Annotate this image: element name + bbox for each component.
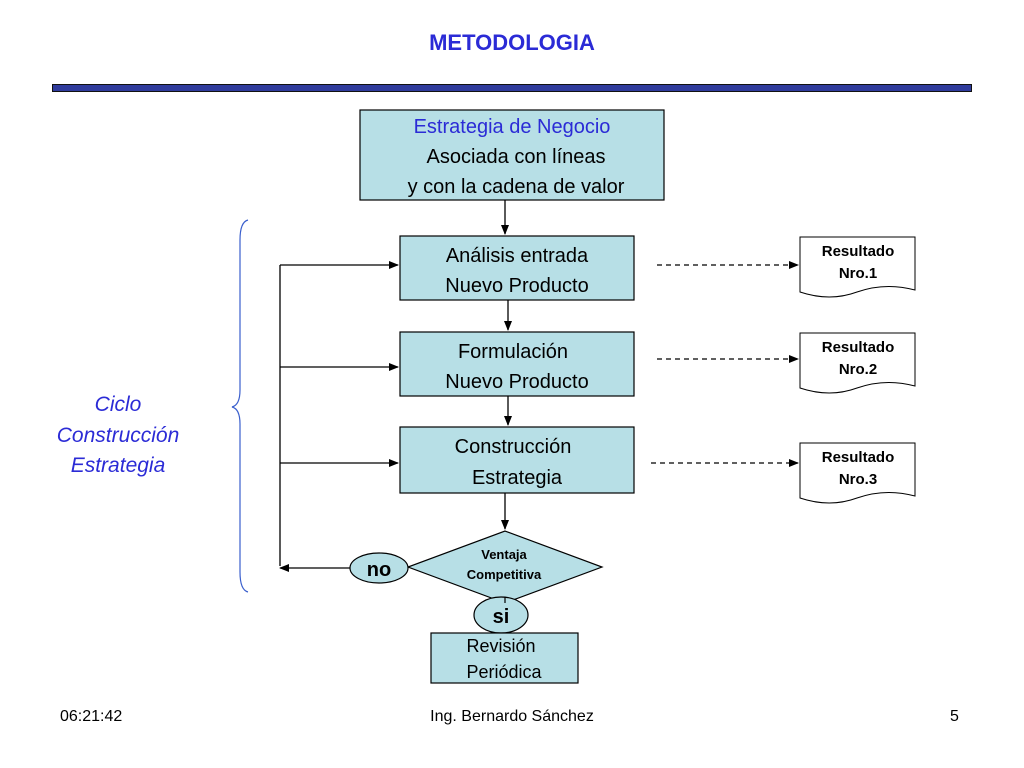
result-2-line1: Resultado bbox=[822, 339, 895, 356]
periodic-review-line1: Revisión bbox=[466, 636, 535, 656]
step-construction-line1: Construcción bbox=[455, 436, 572, 458]
result-1-line2: Nro.1 bbox=[839, 265, 877, 282]
footer-time: 06:21:42 bbox=[60, 708, 123, 725]
no-label: no bbox=[367, 559, 391, 581]
business-strategy-line1: Estrategia de Negocio bbox=[414, 116, 611, 138]
no-oval: no bbox=[349, 552, 409, 584]
decision-line1: Ventaja bbox=[481, 547, 527, 562]
si-label: si bbox=[493, 606, 510, 628]
step-formulation-line1: Formulación bbox=[458, 341, 568, 363]
footer-author: Ing. Bernardo Sánchez bbox=[430, 708, 594, 725]
result-1-line1: Resultado bbox=[822, 243, 895, 260]
title-divider bbox=[52, 84, 972, 92]
step-construction-line2: Estrategia bbox=[472, 467, 563, 489]
si-oval: si bbox=[473, 596, 529, 634]
result-document-2: Resultado Nro.2 bbox=[799, 332, 916, 394]
step-analysis-line2: Nuevo Producto bbox=[445, 275, 588, 297]
periodic-review-line2: Periódica bbox=[466, 662, 542, 682]
business-strategy-line3: y con la cadena de valor bbox=[408, 176, 625, 198]
step-formulation-box: Formulación Nuevo Producto bbox=[399, 331, 635, 397]
periodic-review-box: Revisión Periódica bbox=[430, 632, 579, 684]
step-construction-box: Construcción Estrategia bbox=[399, 426, 635, 494]
result-2-line2: Nro.2 bbox=[839, 361, 877, 378]
cycle-label-line2: Construcción bbox=[57, 424, 180, 447]
result-3-line1: Resultado bbox=[822, 449, 895, 466]
cycle-label-line1: Ciclo bbox=[95, 393, 142, 416]
business-strategy-line2: Asociada con líneas bbox=[426, 146, 605, 168]
cycle-label: Ciclo Construcción Estrategia bbox=[57, 393, 180, 477]
slide-title: METODOLOGIA bbox=[429, 30, 595, 55]
cycle-brace bbox=[231, 219, 249, 593]
step-analysis-line1: Análisis entrada bbox=[446, 245, 589, 267]
decision-line2: Competitiva bbox=[467, 567, 542, 582]
step-formulation-line2: Nuevo Producto bbox=[445, 371, 588, 393]
result-document-1: Resultado Nro.1 bbox=[799, 236, 916, 298]
step-analysis-box: Análisis entrada Nuevo Producto bbox=[399, 235, 635, 301]
footer-page-number: 5 bbox=[950, 708, 959, 725]
business-strategy-box: Estrategia de Negocio Asociada con línea… bbox=[359, 109, 665, 201]
decision-diamond: Ventaja Competitiva bbox=[406, 530, 604, 604]
cycle-label-line3: Estrategia bbox=[71, 454, 166, 477]
result-3-line2: Nro.3 bbox=[839, 471, 877, 488]
result-document-3: Resultado Nro.3 bbox=[799, 442, 916, 504]
